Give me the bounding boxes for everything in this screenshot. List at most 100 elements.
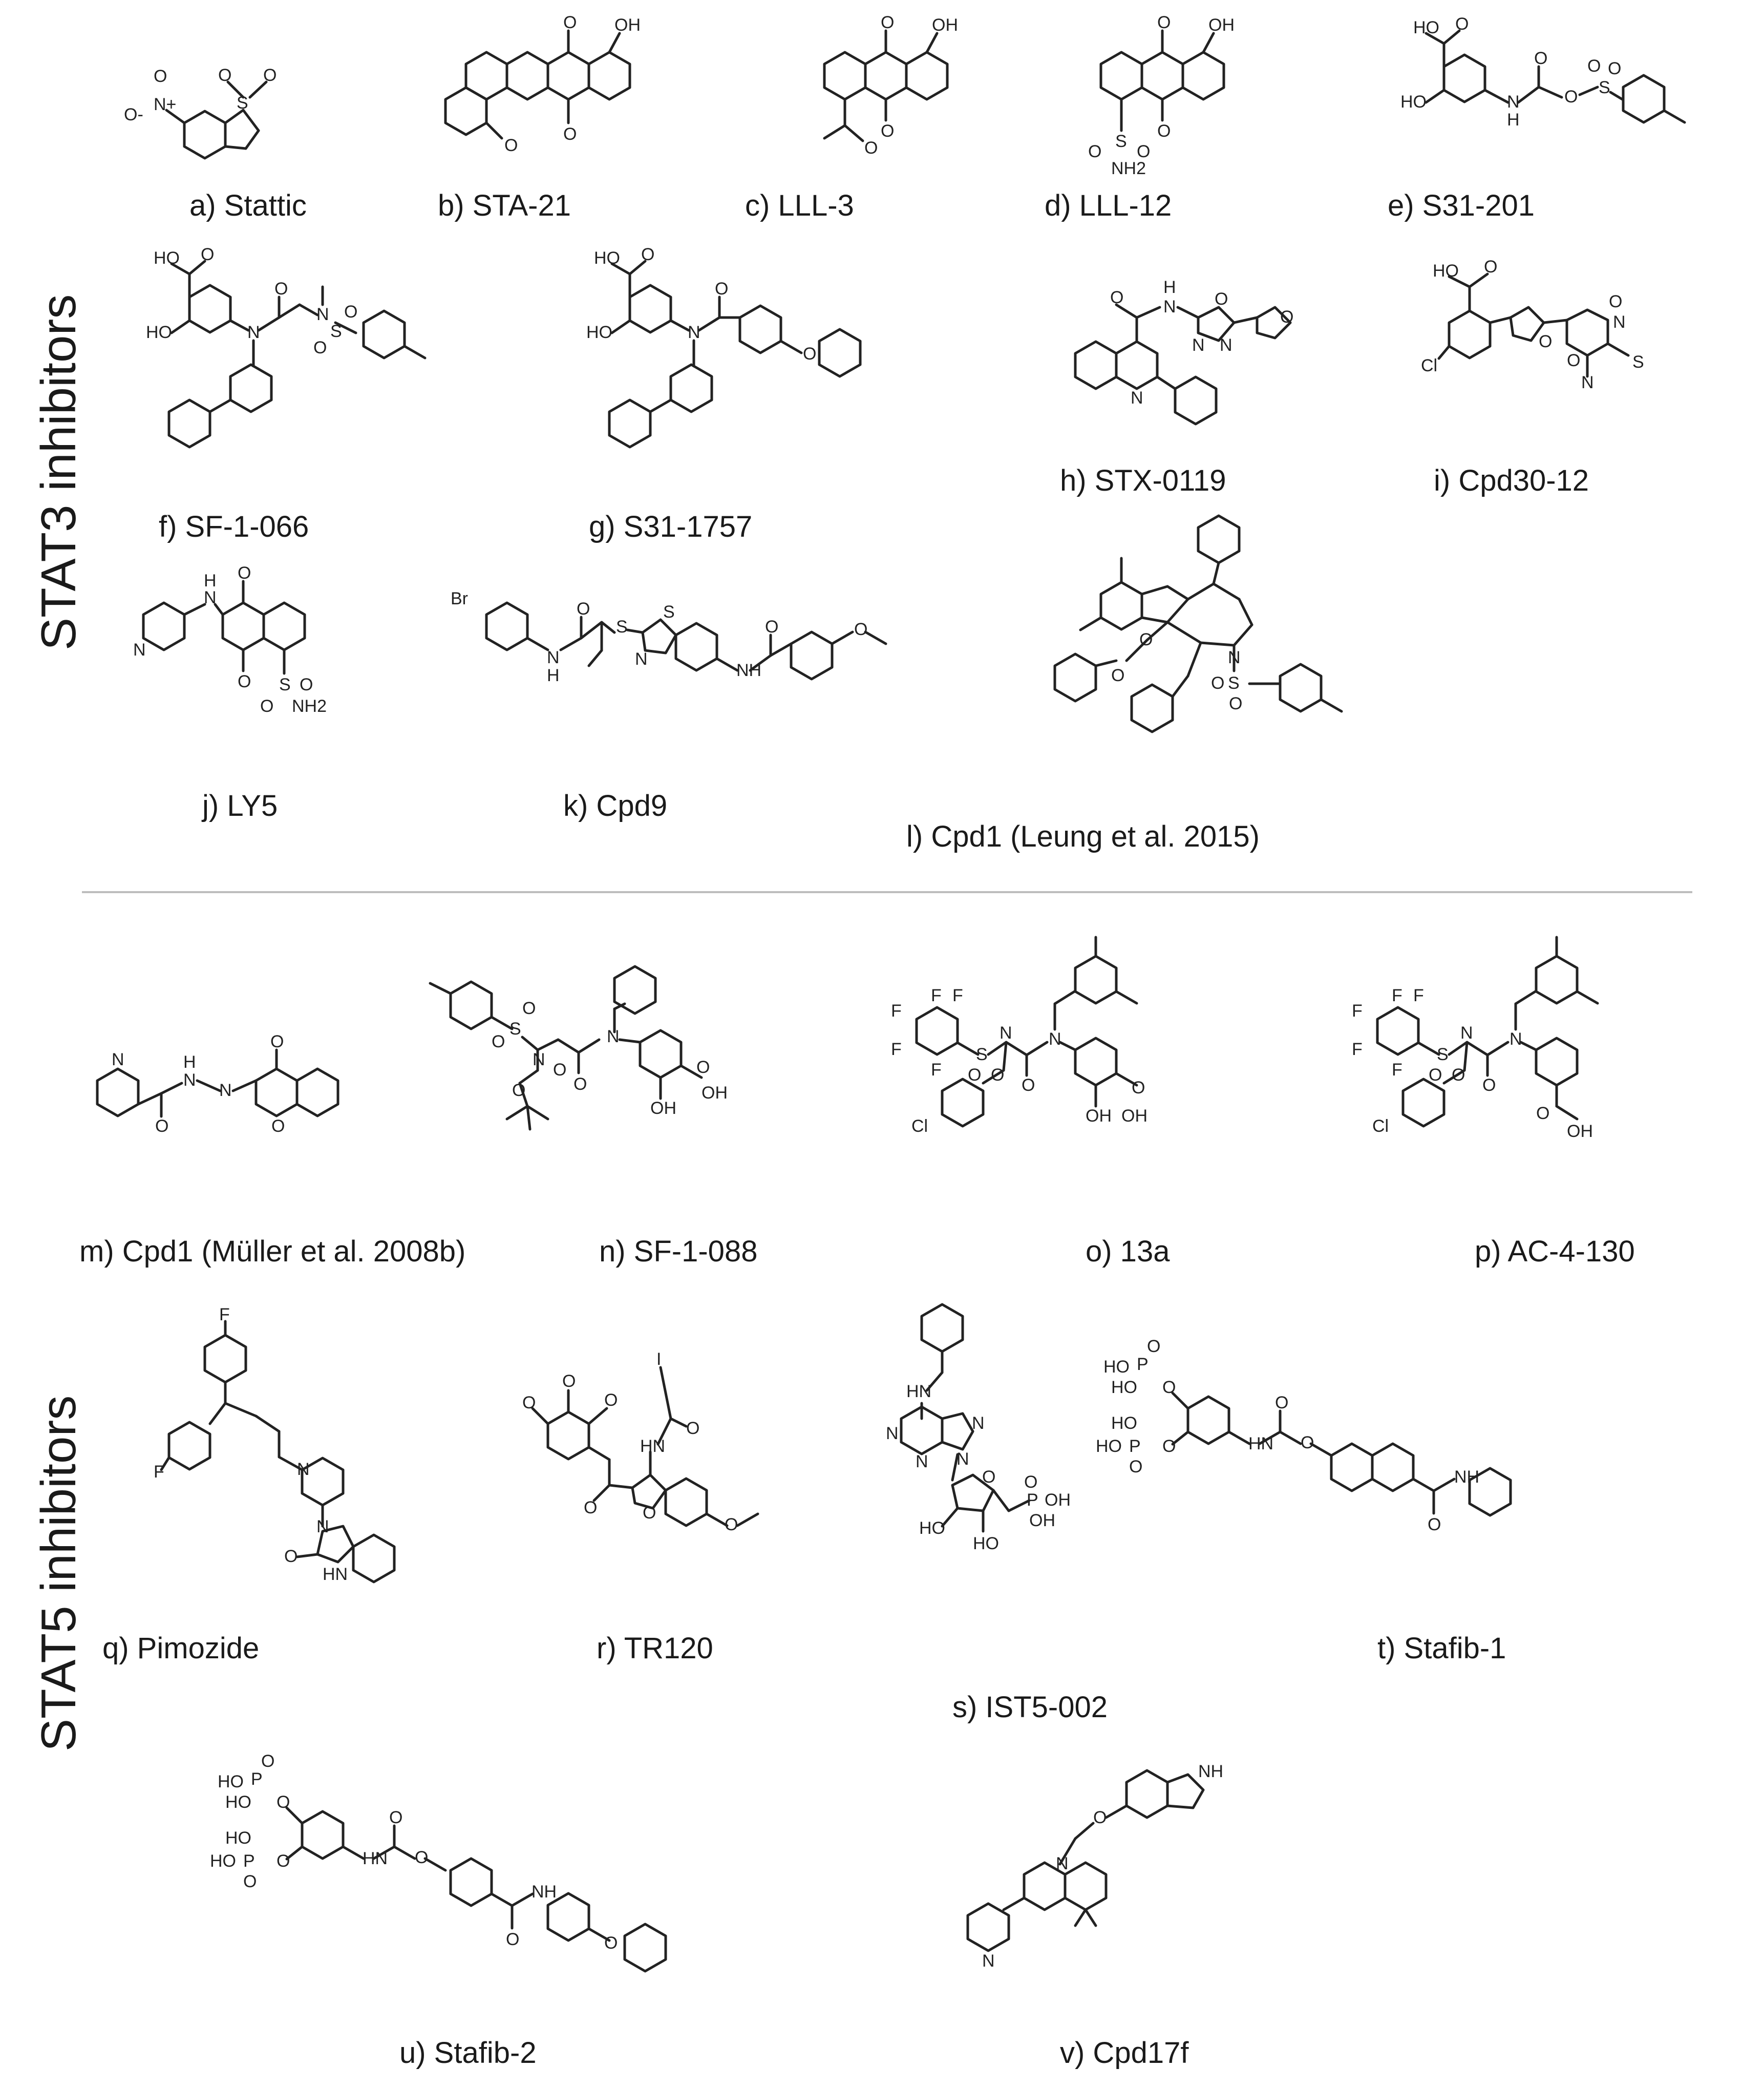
atom-label: F: [1392, 1060, 1402, 1080]
atom-label: O: [492, 1032, 505, 1051]
structure-s31-201: HO O HO N H O O S O O: [1383, 10, 1741, 164]
atom-label: S: [976, 1045, 988, 1064]
atom-label: O: [991, 1065, 1004, 1085]
atom-label: N: [247, 323, 260, 342]
atom-label: N: [982, 1951, 995, 1971]
atom-label: F: [1413, 986, 1424, 1005]
atom-label: O: [1280, 307, 1293, 327]
structure-cpd1-muller: N O N H N O O: [87, 1024, 435, 1168]
atom-label: S: [237, 93, 248, 113]
atom-label: N: [297, 1460, 310, 1479]
atom-label: O: [881, 13, 894, 32]
atom-label: O: [1088, 142, 1101, 161]
atom-label: O: [1534, 49, 1547, 68]
compound-label: v) Cpd17f: [1060, 2036, 1189, 2070]
atom-label: O: [201, 245, 214, 264]
atom-label: O: [584, 1498, 597, 1517]
atom-label: Cl: [1421, 356, 1437, 375]
compound-label: r) TR120: [597, 1632, 713, 1665]
atom-label: Br: [451, 589, 468, 608]
atom-label: O: [1147, 1337, 1160, 1356]
compound-label: s) IST5-002: [952, 1691, 1108, 1724]
atom-label: O: [1093, 1808, 1107, 1827]
atom-label: O: [1452, 1065, 1465, 1085]
atom-label: HO: [1433, 261, 1459, 281]
structure-lll-12: O O S O O NH2 OH: [1080, 8, 1285, 182]
compound-label: f) SF-1-066: [159, 510, 309, 543]
atom-label: N: [1581, 373, 1594, 392]
atom-label: HO: [210, 1851, 236, 1871]
atom-label: O: [1110, 288, 1123, 307]
atom-label: NH2: [292, 697, 327, 716]
structure-stafib-2: HO P O HO O HO HO P O O HN O O O NH O: [210, 1741, 830, 2028]
atom-label: O: [686, 1419, 699, 1438]
atom-label: HN: [323, 1565, 348, 1584]
atom-label: S: [1632, 352, 1644, 372]
atom-label: O: [1129, 1457, 1142, 1476]
compound-label: g) S31-1757: [589, 510, 753, 543]
atom-label: O: [864, 138, 878, 158]
atom-label: N: [316, 305, 329, 324]
atom-label: HO: [1111, 1413, 1137, 1433]
atom-label: O: [1482, 1075, 1496, 1095]
atom-label: H: [183, 1052, 196, 1072]
atom-label: O: [765, 617, 778, 637]
atom-label: N: [133, 640, 146, 660]
atom-label: S: [616, 617, 628, 637]
compound-label: q) Pimozide: [102, 1632, 260, 1665]
atom-label: N: [316, 1517, 329, 1536]
structure-ly5: N N H O O S O O NH2: [123, 558, 389, 758]
atom-label: O: [1428, 1515, 1441, 1534]
structure-cpd30-12: HO O Cl O O N O N S: [1418, 256, 1746, 487]
atom-label: N: [1228, 648, 1241, 667]
atom-label: O: [641, 245, 654, 264]
atom-label: P: [1027, 1490, 1038, 1510]
atom-label: O: [1211, 673, 1224, 693]
atom-label: O: [270, 1032, 284, 1051]
structure-lll-3: O O O OH: [804, 8, 1009, 177]
atom-label: O: [243, 1872, 257, 1891]
atom-label: O: [643, 1503, 656, 1523]
atom-label: HO: [973, 1534, 999, 1553]
atom-label: F: [891, 1040, 902, 1059]
atom-label: OH: [614, 15, 641, 35]
atom-label: I: [656, 1349, 661, 1369]
atom-label: HN: [363, 1849, 388, 1868]
atom-label: N: [607, 1027, 620, 1046]
atom-label: S: [330, 322, 342, 341]
atom-label: O: [563, 13, 577, 32]
atom-label: O: [553, 1060, 566, 1080]
atom-label: O: [271, 1116, 285, 1136]
atom-label: N: [1000, 1023, 1012, 1043]
structure-cpd1-leung: O O N S O O: [1024, 507, 1413, 819]
atom-label: O: [313, 338, 327, 357]
atom-label: N: [533, 1050, 545, 1069]
atom-label: O: [344, 302, 357, 322]
atom-label: O: [274, 279, 288, 299]
atom-label: HO: [586, 323, 612, 342]
compound-label: m) Cpd1 (Müller et al. 2008b): [79, 1235, 466, 1268]
structure-ac-4-130: F F F F F S O O N O N Cl O OH: [1342, 917, 1746, 1224]
atom-label: O: [1609, 292, 1622, 311]
structure-13a: F F F F F S O O N O N Cl O OH OH: [881, 917, 1301, 1209]
atom-label: O: [1139, 630, 1153, 649]
atom-label: O: [1111, 666, 1124, 685]
structure-sf-1-066: HO O HO N O N S O O: [123, 245, 512, 502]
atom-label: O: [1484, 257, 1497, 277]
atom-label: HN: [640, 1437, 665, 1456]
structure-cpd9: Br O N H S S N NH O O: [440, 584, 952, 748]
atom-label: O: [562, 1371, 576, 1391]
atom-label: OH: [702, 1083, 728, 1103]
atom-label: N: [1192, 335, 1205, 355]
atom-label: NH: [736, 661, 761, 680]
atom-label: O: [1275, 1393, 1288, 1412]
atom-label: O: [803, 344, 816, 364]
atom-label: Cl: [1372, 1116, 1389, 1136]
atom-label: O: [1157, 13, 1171, 32]
atom-label: N: [1131, 388, 1143, 408]
atom-label: P: [243, 1851, 255, 1871]
atom-label: N: [916, 1452, 928, 1471]
compound-label: c) LLL-3: [745, 189, 854, 222]
atom-label: OH: [932, 15, 958, 35]
